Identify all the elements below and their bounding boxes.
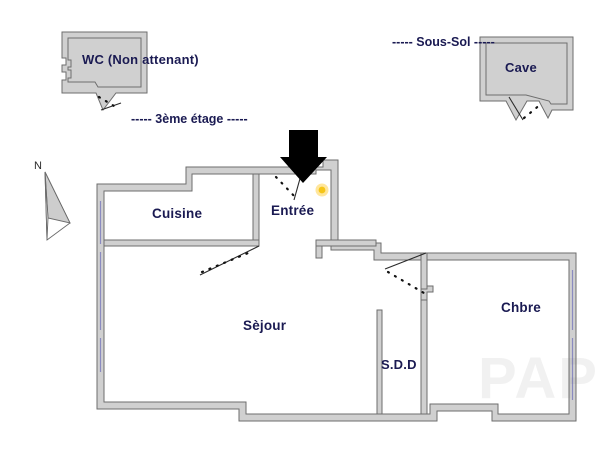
door-arc-cuisine: [200, 249, 255, 274]
wall-entry-south: [315, 239, 377, 247]
entry-point-marker-icon: [315, 183, 329, 197]
wall-entry-jamb: [315, 245, 323, 259]
door-swing-cuisine: [199, 245, 260, 276]
wall-sdd-west: [376, 309, 383, 415]
room-outline-cave: [479, 36, 574, 122]
wall-sdd-east: [420, 285, 428, 415]
wall-cuisine-south: [103, 239, 260, 247]
wall-chbre-west: [420, 252, 428, 290]
entrance-arrow-icon: [280, 130, 327, 183]
apartment-outline: [96, 159, 577, 422]
door-swing-chbre: [384, 252, 427, 270]
wall-cuisine-east: [252, 173, 260, 247]
room-outline-wc: [61, 31, 148, 111]
door-arc-entree: [274, 175, 299, 201]
north-compass-icon: [44, 171, 71, 241]
door-arc-chbre: [386, 270, 426, 295]
compass-north-letter: N: [34, 160, 42, 172]
floor-tag-third-floor: ----- 3ème étage -----: [131, 112, 248, 126]
floor-tag-basement: ----- Sous-Sol -----: [392, 35, 495, 49]
